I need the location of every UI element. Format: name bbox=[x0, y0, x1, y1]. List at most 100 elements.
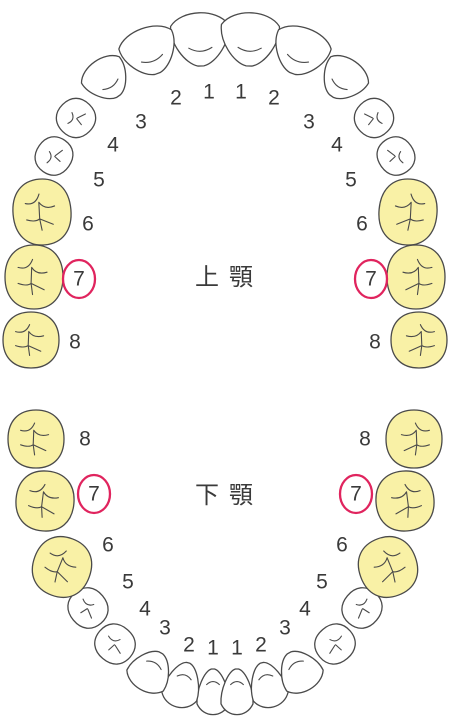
lower-left-tooth-3 bbox=[126, 650, 170, 694]
upper-right-tooth-number-5: 5 bbox=[345, 169, 357, 192]
tooth-groove bbox=[20, 422, 50, 456]
lower-right-tooth-3 bbox=[280, 650, 324, 694]
upper-right-tooth-3 bbox=[323, 54, 370, 100]
upper-left-tooth-1 bbox=[169, 12, 230, 67]
tooth-groove bbox=[188, 46, 213, 52]
tooth-groove bbox=[176, 674, 192, 681]
upper-right-tooth-number-1: 1 bbox=[235, 81, 247, 104]
tooth-crown bbox=[12, 178, 72, 246]
tooth-groove bbox=[355, 598, 370, 619]
upper-jaw-label: 上顎 bbox=[195, 263, 263, 291]
lower-left-tooth-4 bbox=[94, 623, 136, 665]
tooth-groove bbox=[206, 681, 220, 686]
upper-left-tooth-number-6: 6 bbox=[82, 213, 94, 236]
tooth-crown bbox=[375, 470, 435, 532]
tooth-crown bbox=[4, 244, 64, 310]
tooth-crown bbox=[275, 25, 332, 76]
tooth-groove bbox=[15, 324, 45, 356]
lower-left-tooth-number-6: 6 bbox=[102, 534, 114, 557]
upper-left-highlight-ring bbox=[61, 258, 97, 300]
lower-left-tooth-6 bbox=[31, 535, 93, 599]
tooth-crown bbox=[55, 97, 97, 139]
lower-right-tooth-number-2: 2 bbox=[255, 634, 267, 657]
upper-right-tooth-1 bbox=[220, 12, 281, 67]
upper-left-tooth-2 bbox=[118, 25, 175, 76]
upper-left-tooth-4 bbox=[55, 97, 97, 139]
tooth-groove bbox=[387, 149, 404, 164]
upper-left-tooth-number-5: 5 bbox=[93, 169, 105, 192]
upper-right-tooth-number-7: 7 bbox=[365, 268, 377, 291]
upper-right-tooth-8 bbox=[390, 311, 448, 369]
tooth-crown bbox=[169, 12, 230, 67]
lower-right-tooth-4 bbox=[314, 623, 356, 665]
tooth-groove bbox=[28, 483, 59, 518]
upper-left-tooth-number-3: 3 bbox=[135, 111, 147, 134]
tooth-groove bbox=[44, 550, 77, 583]
lower-left-tooth-number-5: 5 bbox=[122, 571, 134, 594]
tooth-groove bbox=[46, 149, 63, 164]
tooth-groove bbox=[237, 46, 262, 52]
tooth-groove bbox=[400, 422, 430, 456]
upper-left-tooth-7 bbox=[4, 244, 64, 310]
lower-right-tooth-1 bbox=[220, 668, 254, 716]
lower-left-tooth-number-3: 3 bbox=[159, 617, 171, 640]
tooth-crown bbox=[118, 25, 175, 76]
lower-right-tooth-number-5: 5 bbox=[316, 571, 328, 594]
upper-left-tooth-number-2: 2 bbox=[170, 87, 182, 110]
tooth-crown bbox=[314, 623, 356, 665]
lower-right-highlight-ring bbox=[338, 473, 374, 515]
tooth-groove bbox=[329, 635, 342, 654]
tooth-crown bbox=[386, 244, 446, 310]
tooth-crown bbox=[353, 97, 395, 139]
tooth-crown bbox=[390, 311, 448, 369]
upper-left-tooth-3 bbox=[80, 54, 127, 100]
lower-left-tooth-number-8: 8 bbox=[79, 428, 91, 451]
tooth-crown bbox=[378, 178, 438, 246]
tooth-groove bbox=[24, 193, 56, 231]
tooth-groove bbox=[391, 483, 422, 518]
lower-right-tooth-2 bbox=[250, 661, 289, 709]
lower-right-tooth-7 bbox=[375, 470, 435, 532]
tooth-crown bbox=[15, 470, 75, 532]
lower-left-tooth-8 bbox=[7, 409, 65, 469]
teeth-layer bbox=[2, 12, 448, 716]
lower-left-tooth-7 bbox=[15, 470, 75, 532]
lower-left-tooth-5 bbox=[67, 587, 109, 629]
tooth-crown bbox=[34, 136, 74, 176]
upper-right-tooth-number-6: 6 bbox=[356, 213, 368, 236]
tooth-groove bbox=[67, 112, 86, 126]
upper-left-tooth-number-8: 8 bbox=[69, 331, 81, 354]
upper-right-tooth-number-3: 3 bbox=[303, 111, 315, 134]
tooth-crown bbox=[220, 12, 281, 67]
upper-right-tooth-number-2: 2 bbox=[268, 87, 280, 110]
lower-right-tooth-number-4: 4 bbox=[299, 598, 311, 621]
lower-right-tooth-number-7: 7 bbox=[350, 483, 362, 506]
lower-right-tooth-6 bbox=[357, 535, 419, 599]
tooth-groove bbox=[286, 53, 310, 63]
tooth-crown bbox=[323, 54, 370, 100]
lower-left-tooth-number-7: 7 bbox=[88, 483, 100, 506]
tooth-groove bbox=[288, 660, 304, 671]
upper-right-tooth-2 bbox=[275, 25, 332, 76]
tooth-crown bbox=[126, 650, 170, 694]
upper-left-tooth-number-1: 1 bbox=[203, 81, 215, 104]
upper-left-tooth-number-7: 7 bbox=[73, 268, 85, 291]
lower-right-tooth-number-8: 8 bbox=[359, 428, 371, 451]
lower-right-tooth-number-3: 3 bbox=[279, 617, 291, 640]
tooth-groove bbox=[402, 258, 433, 296]
tooth-groove bbox=[258, 674, 274, 681]
upper-right-tooth-4 bbox=[353, 97, 395, 139]
lower-left-highlight-ring bbox=[76, 473, 112, 515]
tooth-groove bbox=[373, 550, 406, 583]
tooth-crown bbox=[31, 535, 93, 599]
tooth-groove bbox=[80, 598, 95, 619]
lower-jaw-label: 下顎 bbox=[195, 481, 263, 509]
lower-left-tooth-number-2: 2 bbox=[183, 634, 195, 657]
tooth-crown bbox=[376, 136, 416, 176]
tooth-crown bbox=[80, 54, 127, 100]
tooth-groove bbox=[17, 258, 48, 296]
tooth-groove bbox=[394, 193, 426, 231]
tooth-crown bbox=[7, 409, 65, 469]
lower-left-tooth-2 bbox=[161, 661, 200, 709]
tooth-groove bbox=[364, 112, 383, 126]
